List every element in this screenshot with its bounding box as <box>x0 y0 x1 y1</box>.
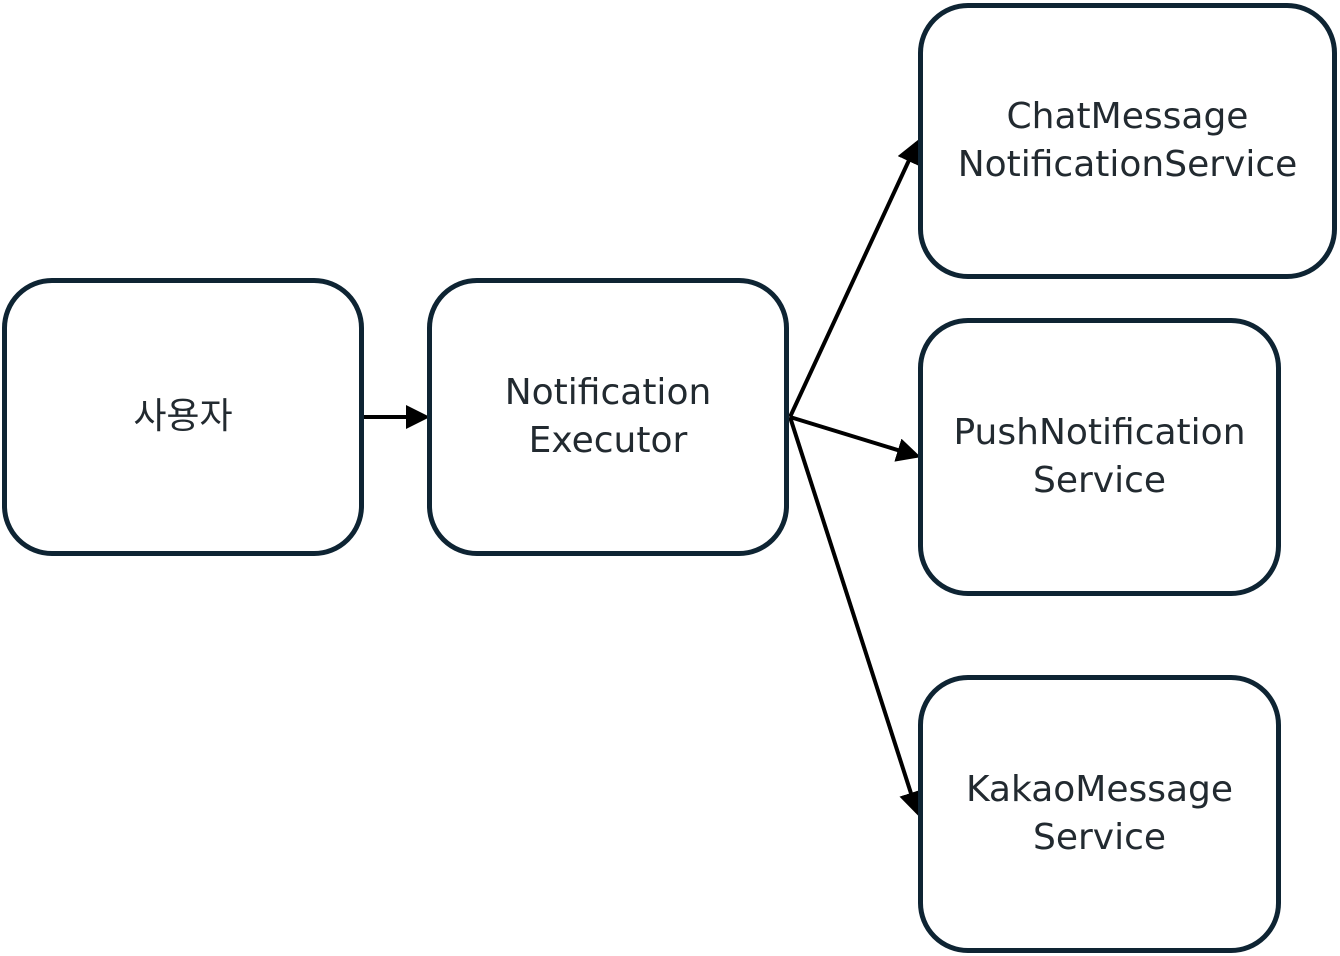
edge-executor-to-push <box>789 415 921 462</box>
node-kakao-message-label-line-1: KakaoMessage <box>965 769 1234 810</box>
node-push-notification-label-line-2: Service <box>1032 460 1167 501</box>
node-user-label: 사용자 <box>133 396 233 437</box>
edge-executor-to-kakao <box>788 416 923 816</box>
node-kakao-message-label-line-2: Service <box>1032 817 1167 858</box>
node-chat-message-notification-service: ChatMessage NotificationService <box>918 3 1337 279</box>
node-push-notification-service: PushNotification Service <box>918 318 1281 596</box>
node-chat-message-label-line-2: NotificationService <box>957 144 1298 185</box>
edge-executor-to-chat <box>788 139 920 418</box>
node-notification-executor: Notification Executor <box>427 278 789 556</box>
node-chat-message-label-line-1: ChatMessage <box>1006 96 1249 137</box>
node-push-notification-label-line-1: PushNotification <box>953 412 1246 453</box>
node-user: 사용자 <box>2 278 364 556</box>
node-notification-executor-label-line-1: Notification <box>504 372 712 413</box>
node-notification-executor-label-line-2: Executor <box>528 420 688 461</box>
node-kakao-message-service: KakaoMessage Service <box>918 675 1281 953</box>
